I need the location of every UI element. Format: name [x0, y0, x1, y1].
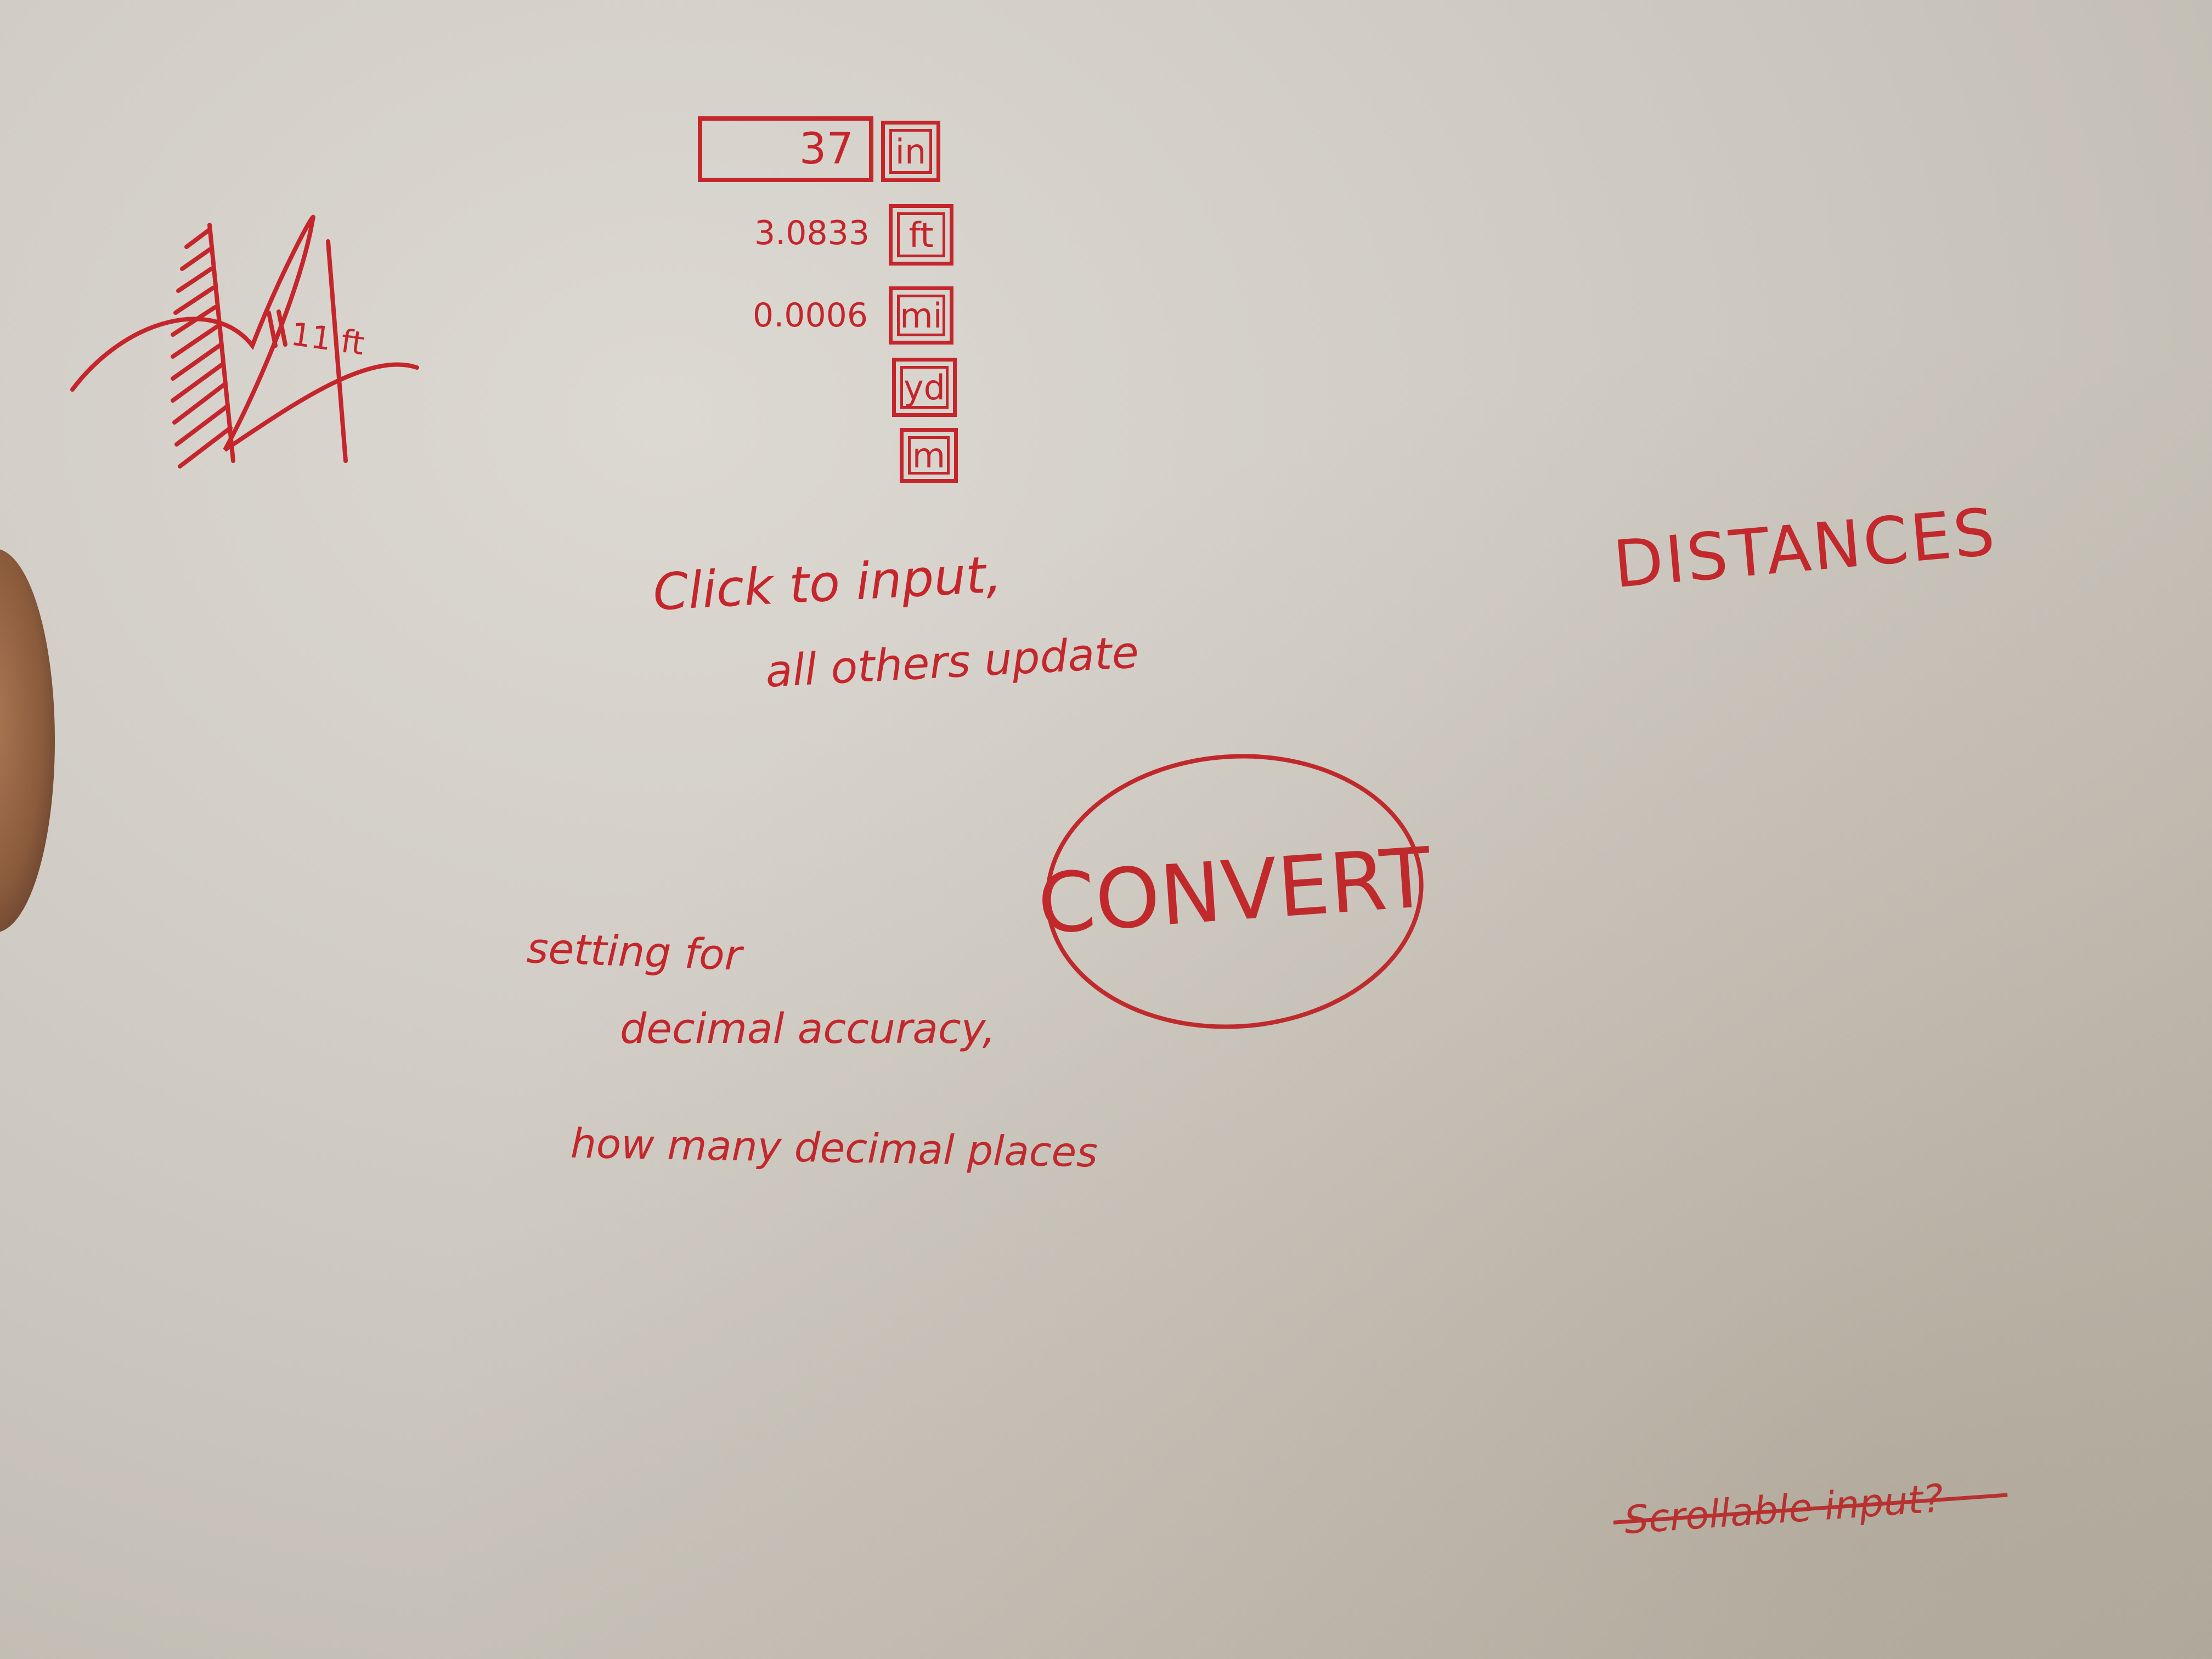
unit-label-yd[interactable]: yd: [892, 358, 957, 417]
feet-value[interactable]: 3.0833: [754, 214, 870, 252]
scrollable-note: Scrollable input?: [1613, 1476, 2008, 1543]
note-click-line1: Click to input,: [651, 545, 1003, 622]
note-setting-line1: setting for: [526, 923, 743, 980]
convert-button[interactable]: CONVERT: [1035, 741, 1434, 1042]
unit-label-ft-text: ft: [909, 215, 934, 255]
note-click-line2: all others update: [764, 627, 1140, 697]
convert-button-label: CONVERT: [1035, 830, 1434, 953]
unit-label-in-text: in: [895, 131, 927, 172]
unit-label-m[interactable]: m: [900, 428, 958, 483]
finger-edge: [0, 549, 55, 933]
logo-label: 11 ft: [289, 315, 367, 363]
inches-input[interactable]: 37: [698, 116, 873, 182]
unit-label-mi-text: mi: [900, 295, 943, 336]
page-title: DISTANCES: [1610, 493, 2000, 603]
unit-label-m-text: m: [912, 435, 946, 476]
unit-label-mi[interactable]: mi: [889, 286, 953, 345]
unit-label-ft[interactable]: ft: [889, 204, 953, 266]
unit-label-in[interactable]: in: [881, 121, 940, 182]
ruler-logo-icon: 11 ft: [70, 215, 419, 469]
note-setting-line3: how many decimal places: [570, 1120, 1098, 1177]
unit-label-yd-text: yd: [903, 367, 946, 408]
miles-value[interactable]: 0.0006: [753, 296, 868, 335]
note-setting-line2: decimal accuracy,: [620, 1004, 996, 1053]
